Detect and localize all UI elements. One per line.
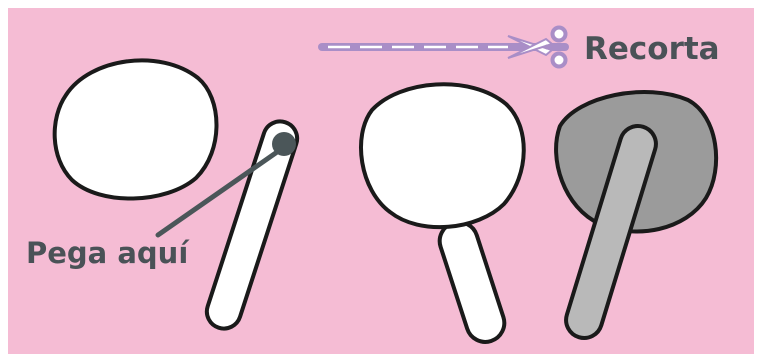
glue-label: Pega aquí: [26, 236, 190, 270]
assembled-circle: [361, 84, 524, 227]
cut-label: Recorta: [584, 31, 720, 67]
cutout-circle: [55, 60, 217, 198]
